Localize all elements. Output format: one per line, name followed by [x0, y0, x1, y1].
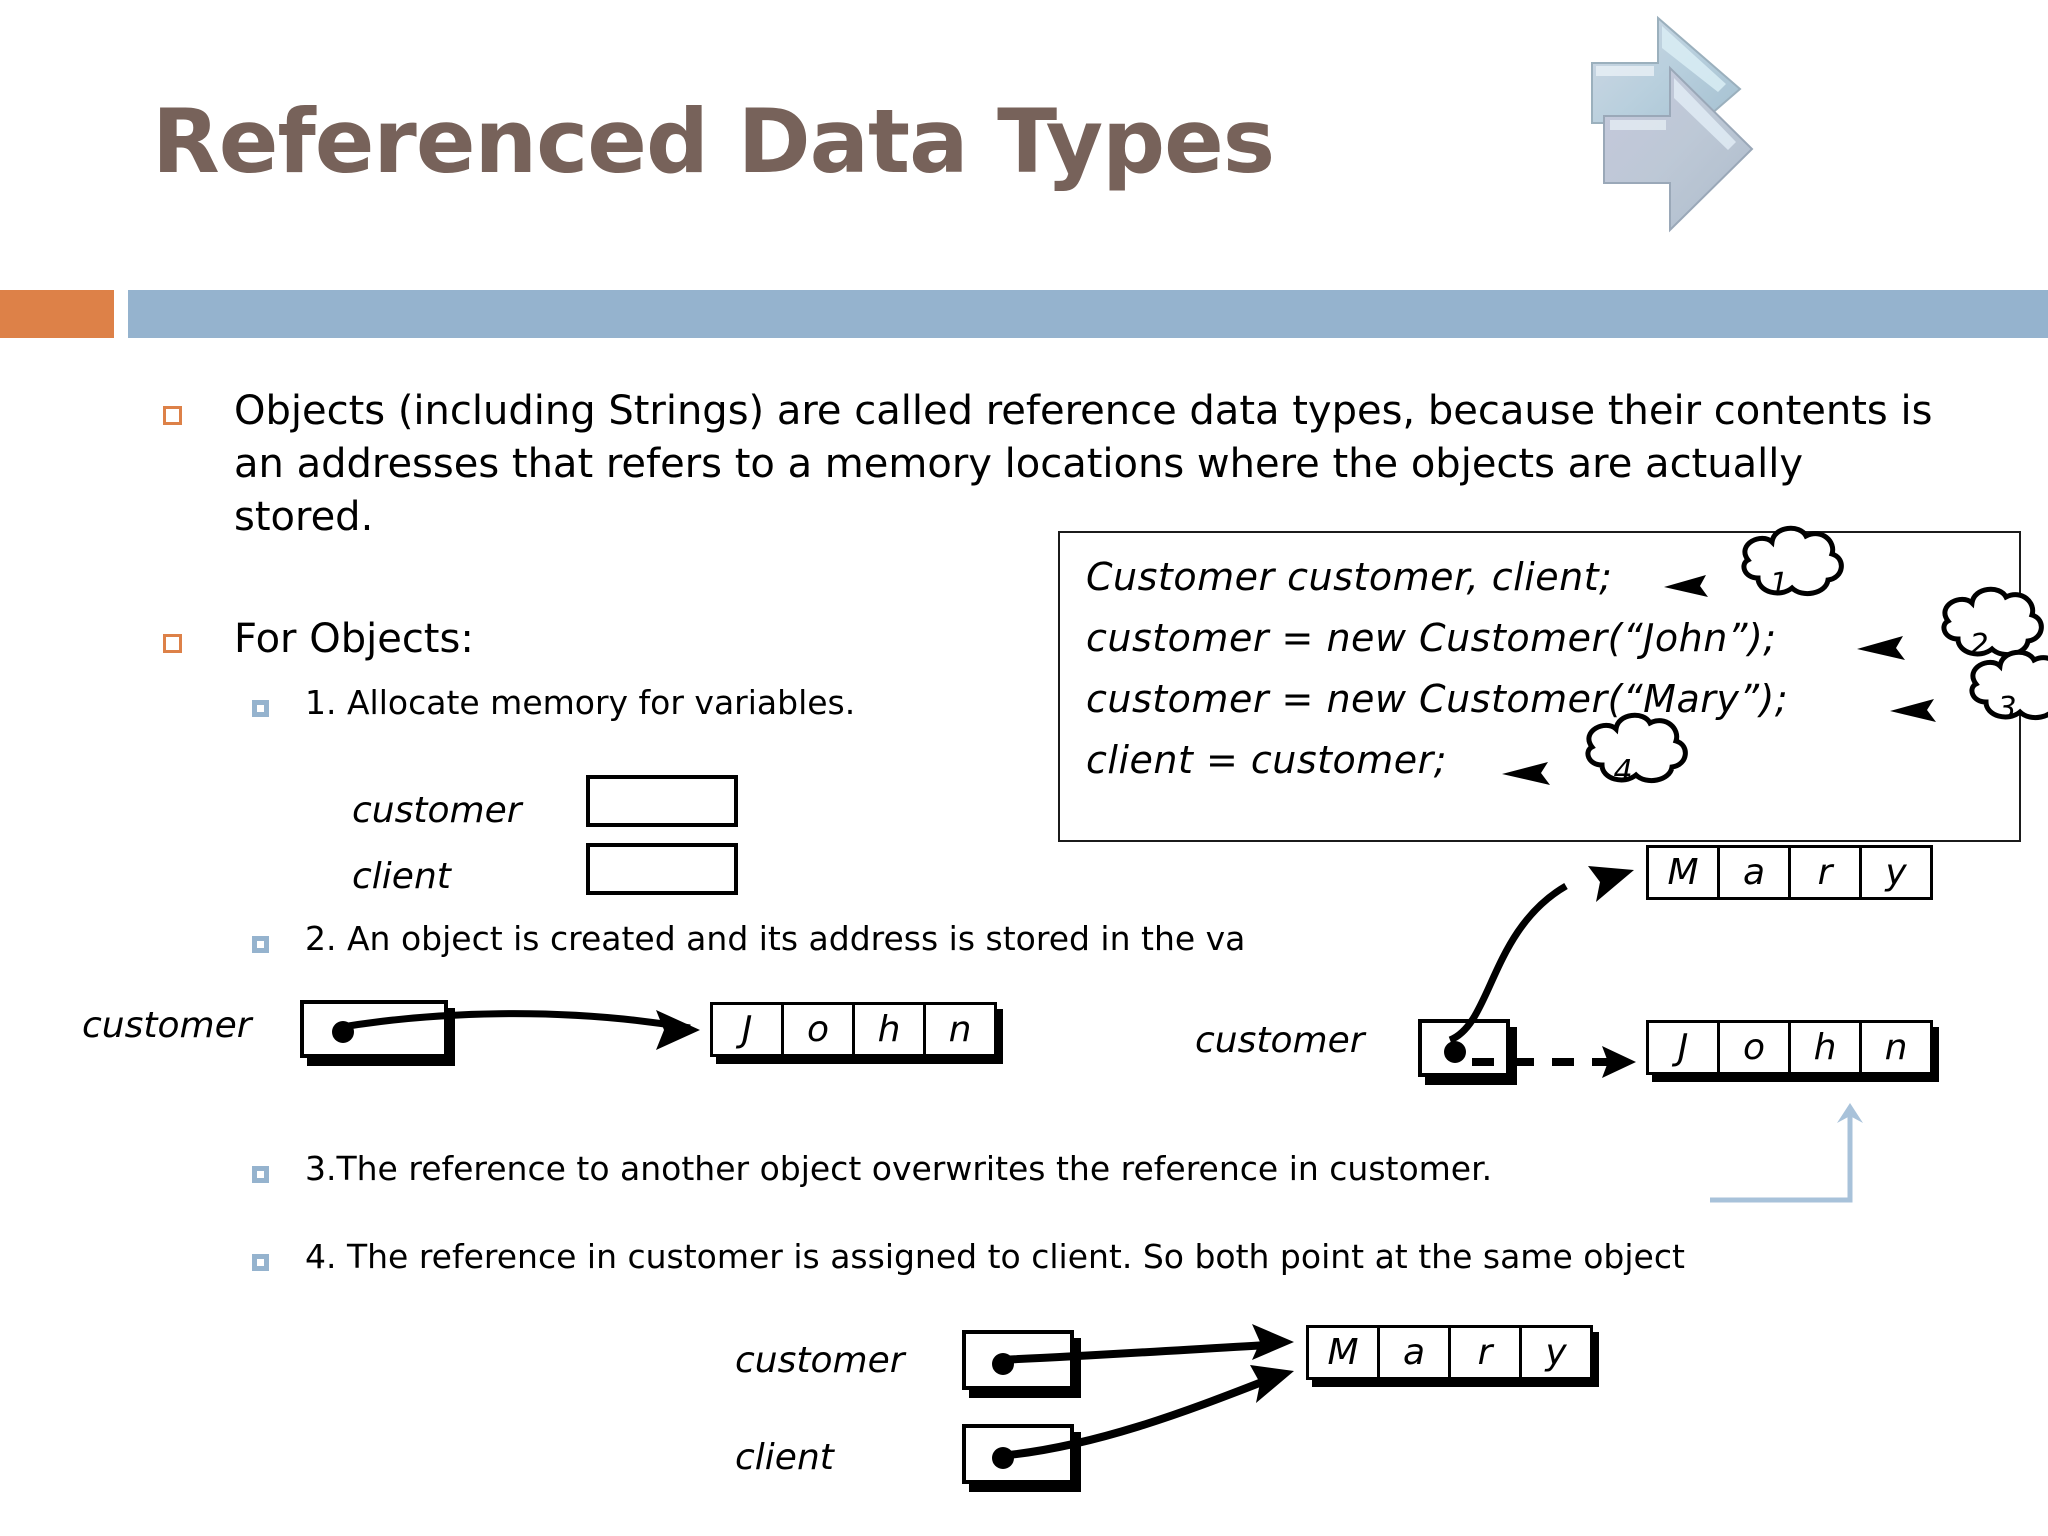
- step4-label-customer: customer: [735, 1340, 905, 1381]
- code-callout-box: Customer customer, client; customer = ne…: [1058, 531, 2021, 842]
- code-line-1: Customer customer, client;: [1086, 555, 1613, 599]
- object-cell: r: [1788, 845, 1862, 900]
- step2-pointer-box: [300, 1000, 448, 1058]
- object-cell: J: [710, 1002, 784, 1057]
- step1-box-customer: [586, 775, 738, 827]
- step2-object-john: J o h n: [710, 1002, 997, 1057]
- step1-label-client: client: [352, 856, 451, 897]
- code-line-2: customer = new Customer(“John”);: [1086, 616, 1777, 660]
- object-cell: n: [923, 1002, 997, 1057]
- object-cell: M: [1306, 1325, 1380, 1380]
- orange-square-bullet: [163, 634, 182, 653]
- blue-square-bullet: [252, 936, 269, 953]
- bullet-item-objects: Objects (including Strings) are called r…: [234, 388, 1933, 540]
- object-cell: o: [1717, 1020, 1791, 1075]
- step3-label-customer: customer: [1195, 1020, 1365, 1061]
- step4-pointer-box-customer: [962, 1330, 1074, 1390]
- step3-object-mary: M a r y: [1646, 845, 1933, 900]
- step-item-1: 1. Allocate memory for variables.: [305, 683, 856, 722]
- step-item-3: 3.The reference to another object overwr…: [305, 1149, 1493, 1188]
- step4-pointer-box-client: [962, 1424, 1074, 1484]
- object-cell: a: [1377, 1325, 1451, 1380]
- object-cell: J: [1646, 1020, 1720, 1075]
- step-item-2: 2. An object is created and its address …: [305, 919, 1246, 958]
- code-line-4: client = customer;: [1086, 738, 1448, 782]
- object-cell: h: [1788, 1020, 1862, 1075]
- page-title: Referenced Data Types: [152, 90, 1275, 193]
- blue-square-bullet: [252, 1254, 269, 1271]
- pointer-dot: [332, 1021, 354, 1043]
- header-accent-bar-blue: [128, 290, 2048, 338]
- object-cell: a: [1717, 845, 1791, 900]
- step3-pointer-box: [1418, 1019, 1510, 1077]
- object-cell: r: [1448, 1325, 1522, 1380]
- blue-square-bullet: [252, 700, 269, 717]
- object-cell: o: [781, 1002, 855, 1057]
- bullet-item-for-objects: For Objects:: [234, 616, 474, 662]
- step3-reference-arrow-mary: [1448, 882, 1568, 1044]
- object-cell: y: [1859, 845, 1933, 900]
- object-cell: h: [852, 1002, 926, 1057]
- double-right-arrow-icon: [1530, 8, 1860, 258]
- step1-box-client: [586, 843, 738, 895]
- step3-object-john: J o h n: [1646, 1020, 1933, 1075]
- pointer-dot: [992, 1447, 1014, 1469]
- step-item-4: 4. The reference in customer is assigned…: [305, 1237, 1685, 1276]
- pointer-dot: [992, 1353, 1014, 1375]
- code-line-3: customer = new Customer(“Mary”);: [1086, 677, 1789, 721]
- step4-object-mary: M a r y: [1306, 1325, 1593, 1380]
- step1-label-customer: customer: [352, 790, 522, 831]
- blue-square-bullet: [252, 1166, 269, 1183]
- pointer-dot: [1444, 1041, 1466, 1063]
- orange-square-bullet: [163, 406, 182, 425]
- object-cell: n: [1859, 1020, 1933, 1075]
- object-cell: y: [1519, 1325, 1593, 1380]
- step2-label-customer: customer: [82, 1005, 252, 1046]
- header-accent-bar-orange: [0, 290, 114, 338]
- step4-label-client: client: [735, 1437, 834, 1478]
- object-cell: M: [1646, 845, 1720, 900]
- blue-elbow-arrow-icon: [1710, 1103, 1863, 1203]
